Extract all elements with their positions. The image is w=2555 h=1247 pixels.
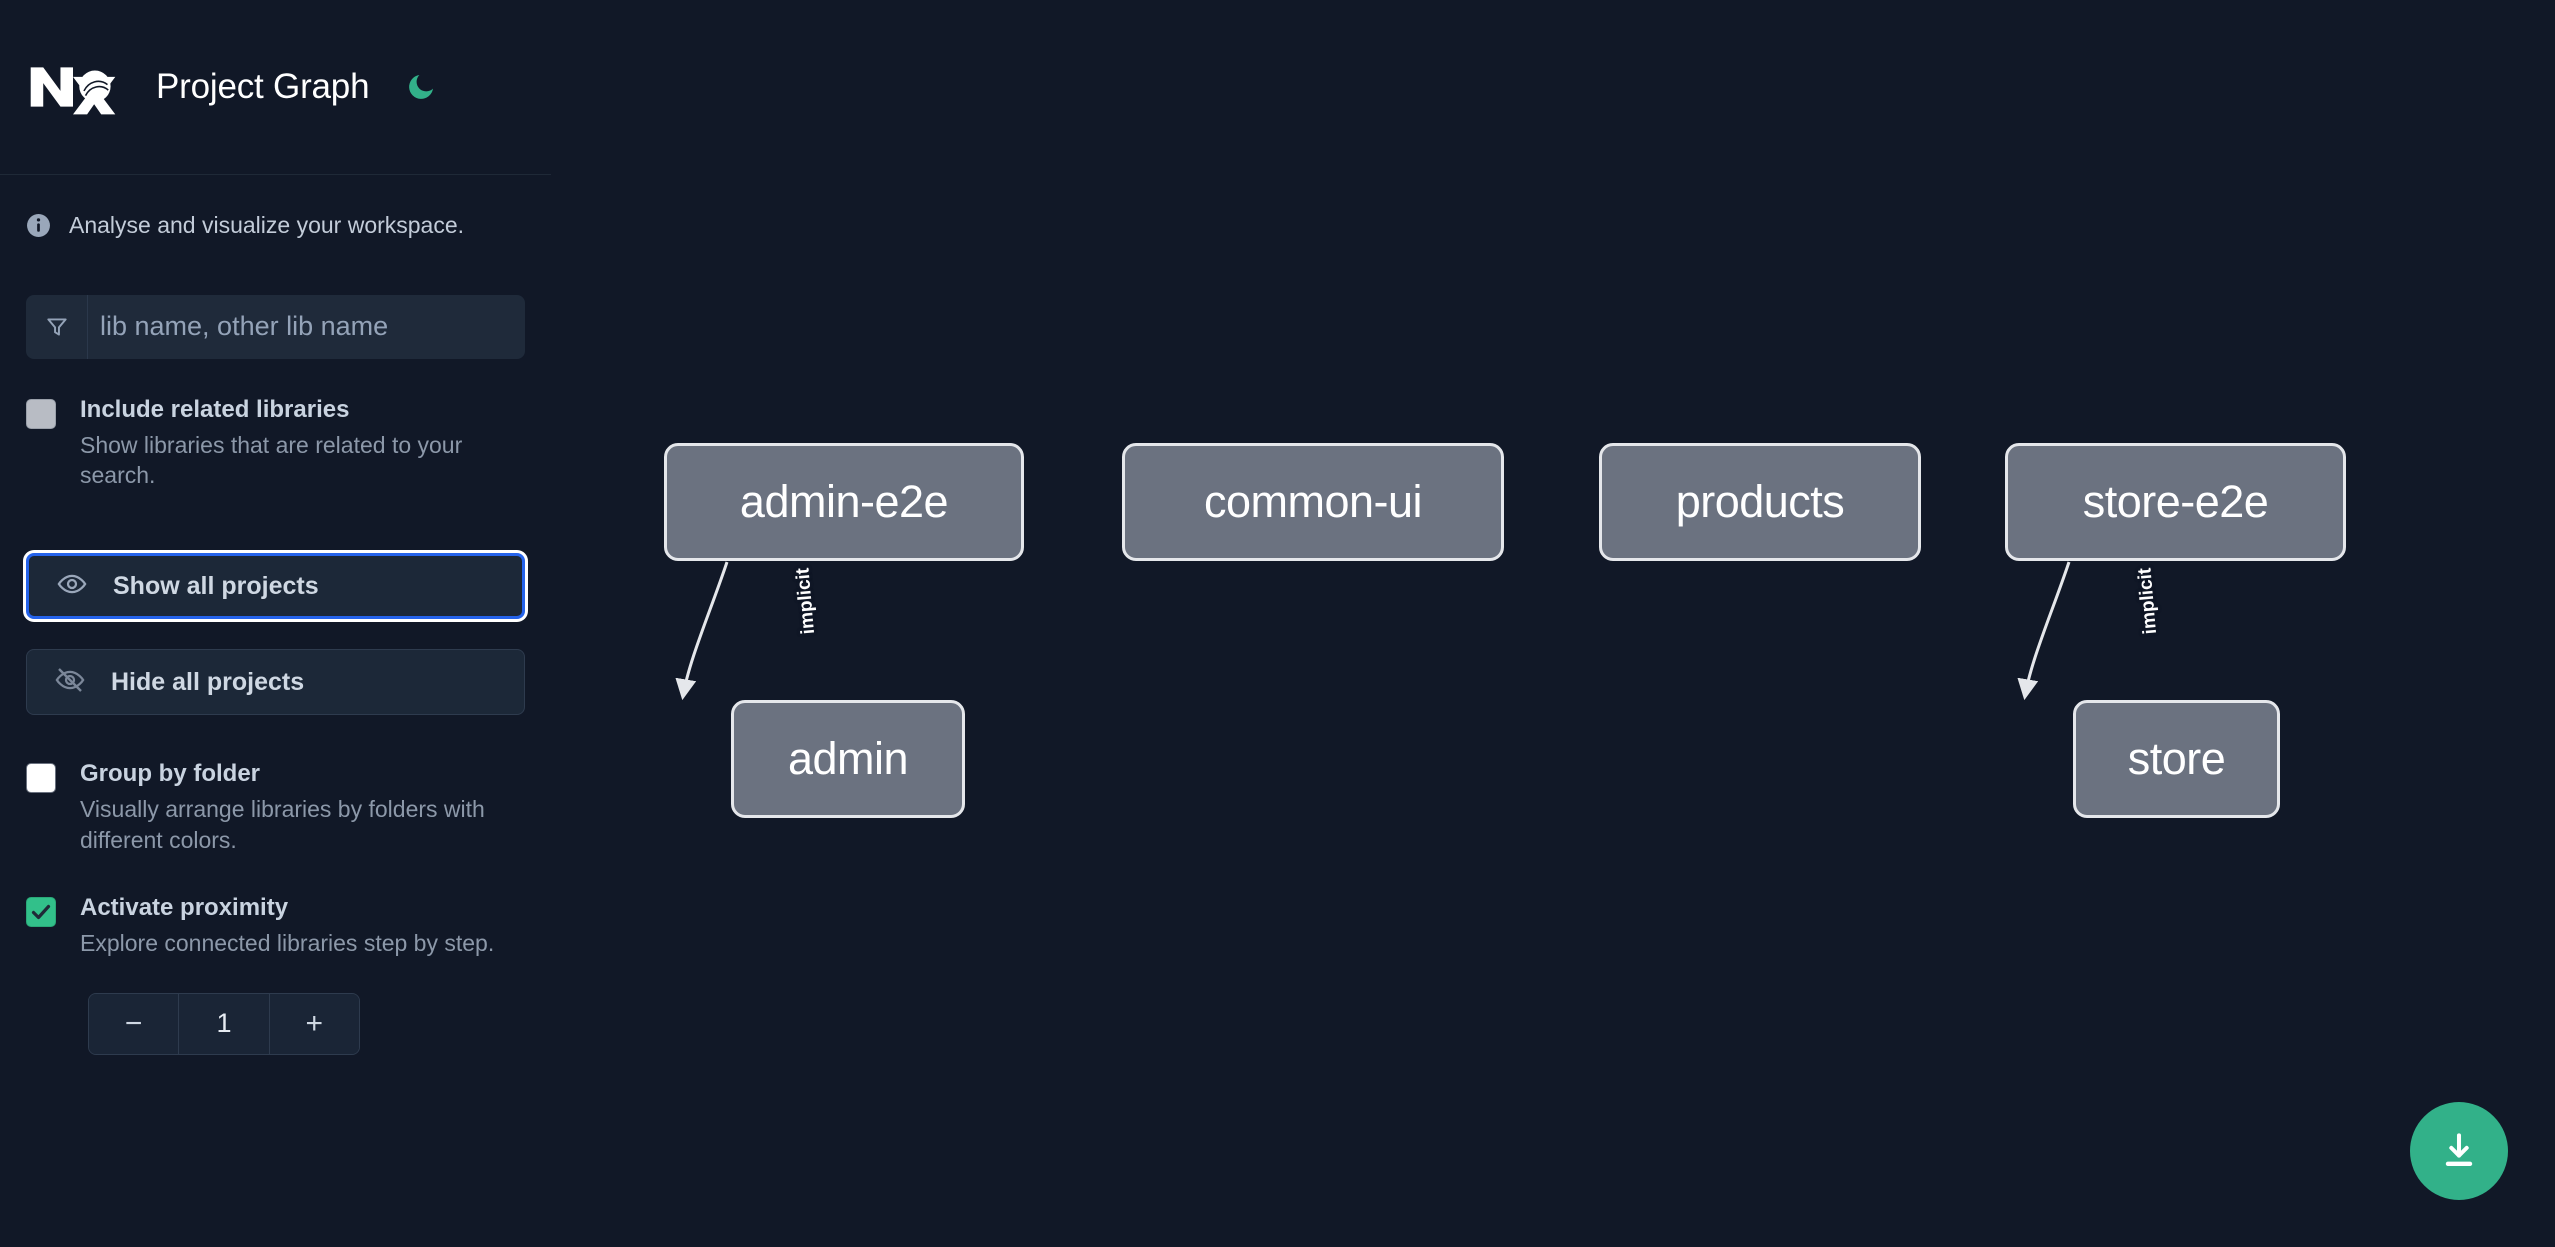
moon-icon[interactable] [401,67,441,107]
group-by-folder-checkbox[interactable] [26,763,60,855]
project-graph-canvas[interactable]: admin-e2e common-ui products store-e2e admin… [551,0,2555,1247]
graph-node-label: store [2127,733,2226,784]
activate-proximity-label: Activate proximity [80,894,289,922]
graph-edges [675,561,2071,701]
nx-logo [26,59,120,115]
hide-all-projects-label: Hide all projects [111,667,305,696]
activate-proximity-checkbox[interactable] [26,897,60,959]
group-by-folder-label: Group by folder [80,760,260,788]
info-icon [26,213,51,238]
graph-node-products[interactable]: products [1599,443,1921,561]
option-include-related-libraries[interactable]: Include related libraries Show libraries… [0,395,551,491]
show-all-projects-button[interactable]: Show all projects [26,553,525,620]
edge-admin-e2e-to-admin [675,561,729,701]
option-activate-proximity[interactable]: Activate proximity Explore connected lib… [0,893,551,959]
include-related-libraries-checkbox[interactable] [26,398,60,491]
download-graph-button[interactable] [2410,1102,2508,1200]
edge-store-e2e-to-store [2017,561,2071,701]
graph-node-label: products [1675,476,1845,527]
graph-node-store-e2e[interactable]: store-e2e [2005,443,2346,561]
graph-node-admin[interactable]: admin [731,700,965,818]
proximity-increment-button[interactable]: + [269,993,359,1054]
proximity-decrement-button[interactable]: − [89,993,179,1054]
activate-proximity-description: Explore connected libraries step by step… [80,930,495,957]
graph-node-label: common-ui [1203,476,1423,527]
sidebar: Project Graph Analyse and visualize your… [0,0,551,1247]
graph-node-label: admin [787,733,909,784]
eye-icon [57,569,87,604]
funnel-icon [26,294,88,359]
hide-all-projects-button[interactable]: Hide all projects [26,649,525,716]
graph-node-store[interactable]: store [2073,700,2280,818]
graph-node-common-ui[interactable]: common-ui [1122,443,1504,561]
filter-box [26,294,525,359]
graph-node-admin-e2e[interactable]: admin-e2e [664,443,1024,561]
download-icon [2445,1133,2473,1167]
option-group-by-folder[interactable]: Group by folder Visually arrange librari… [0,759,551,855]
sidebar-header: Project Graph [0,0,551,175]
group-by-folder-description: Visually arrange libraries by folders wi… [80,796,485,853]
eye-off-icon [55,665,85,700]
proximity-value: 1 [178,993,270,1054]
search-input[interactable] [88,294,525,359]
proximity-stepper: − 1 + [88,992,360,1055]
include-related-libraries-label: Include related libraries [80,395,350,423]
workspace-blurb-text: Analyse and visualize your workspace. [69,212,465,238]
show-all-projects-label: Show all projects [113,571,319,600]
workspace-blurb: Analyse and visualize your workspace. [0,175,551,241]
graph-node-label: store-e2e [2082,476,2269,527]
graph-node-label: admin-e2e [739,476,949,527]
page-title: Project Graph [156,67,370,106]
include-related-libraries-description: Show libraries that are related to your … [80,431,463,489]
